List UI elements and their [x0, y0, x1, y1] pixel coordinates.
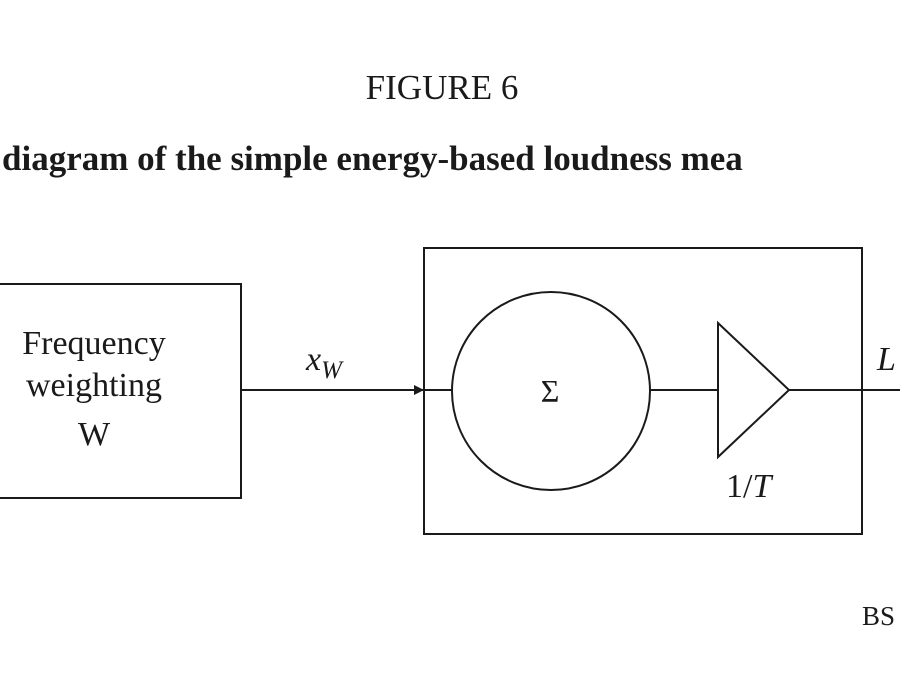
gain-label: 1/T	[726, 468, 773, 505]
figure-title: FIGURE 6	[365, 68, 519, 107]
gain-block: 1/T	[717, 320, 791, 505]
summation-symbol: Σ	[541, 373, 560, 409]
signal-label-xw: xW	[305, 341, 344, 384]
gain-triangle	[717, 320, 791, 460]
figure-reference: BS	[862, 601, 896, 631]
weighting-label-line3: W	[78, 416, 111, 453]
summation-block: Σ	[451, 291, 651, 491]
figure-caption: diagram of the simple energy-based loudn…	[2, 139, 743, 178]
frequency-weighting-block: Frequency weighting W	[0, 283, 242, 499]
weighting-label-line2: weighting	[26, 367, 162, 404]
weighting-label-line1: Frequency	[22, 325, 166, 362]
output-label: L	[876, 341, 896, 378]
